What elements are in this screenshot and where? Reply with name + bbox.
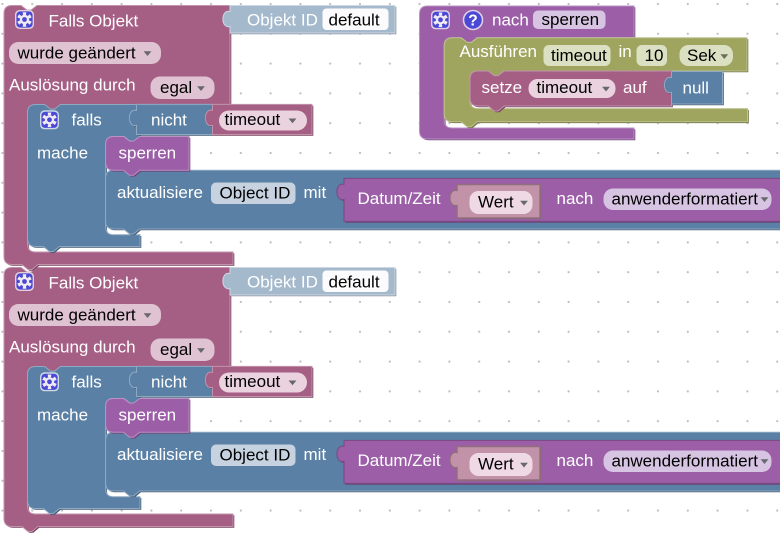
svg-text:Falls Objekt: Falls Objekt <box>49 12 139 31</box>
svg-text:nach: nach <box>557 451 594 470</box>
svg-text:egal: egal <box>160 78 192 97</box>
svg-text:Sek: Sek <box>687 46 717 65</box>
svg-text:anwenderformatiert: anwenderformatiert <box>612 452 759 471</box>
svg-text:nach: nach <box>492 11 529 30</box>
svg-text:mache: mache <box>37 406 88 425</box>
svg-text:mache: mache <box>37 144 88 163</box>
svg-text:Wert: Wert <box>478 193 514 212</box>
svg-text:default: default <box>329 273 380 292</box>
svg-text:nicht: nicht <box>151 373 187 392</box>
svg-text:Ausführen: Ausführen <box>460 42 538 61</box>
svg-text:default: default <box>329 11 380 30</box>
svg-text:Datum/Zeit: Datum/Zeit <box>358 189 441 208</box>
svg-text:aktualisiere: aktualisiere <box>117 445 203 464</box>
svg-text:Falls Objekt: Falls Objekt <box>49 274 139 293</box>
svg-text:10: 10 <box>645 46 664 65</box>
svg-text:Objekt ID: Objekt ID <box>247 11 318 30</box>
svg-text:Object ID: Object ID <box>220 446 291 465</box>
svg-text:nicht: nicht <box>151 111 187 130</box>
svg-text:Object ID: Object ID <box>220 184 291 203</box>
svg-text:egal: egal <box>160 340 192 359</box>
svg-text:Auslösung durch: Auslösung durch <box>9 338 136 357</box>
svg-text:in: in <box>619 42 632 61</box>
svg-text:anwenderformatiert: anwenderformatiert <box>612 190 759 209</box>
svg-text:auf: auf <box>623 78 647 97</box>
svg-text:wurde geändert: wurde geändert <box>17 44 136 63</box>
svg-text:nach: nach <box>557 189 594 208</box>
svg-text:Objekt ID: Objekt ID <box>247 273 318 292</box>
svg-text:Auslösung durch: Auslösung durch <box>9 76 136 95</box>
svg-text:setze: setze <box>482 78 523 97</box>
svg-text:Datum/Zeit: Datum/Zeit <box>358 451 441 470</box>
svg-text:falls: falls <box>72 373 102 392</box>
svg-text:timeout: timeout <box>537 78 593 97</box>
svg-text:sperren: sperren <box>119 144 177 163</box>
svg-text:sperren: sperren <box>542 10 600 29</box>
svg-text:?: ? <box>468 13 477 30</box>
svg-text:Wert: Wert <box>478 455 514 474</box>
svg-text:mit: mit <box>304 445 327 464</box>
svg-text:timeout: timeout <box>225 372 281 391</box>
svg-text:timeout: timeout <box>225 110 281 129</box>
svg-text:sperren: sperren <box>119 406 177 425</box>
svg-text:timeout: timeout <box>551 46 607 65</box>
svg-text:wurde geändert: wurde geändert <box>17 306 136 325</box>
svg-text:null: null <box>683 79 709 98</box>
svg-text:falls: falls <box>72 111 102 130</box>
svg-text:aktualisiere: aktualisiere <box>117 183 203 202</box>
svg-text:mit: mit <box>304 183 327 202</box>
